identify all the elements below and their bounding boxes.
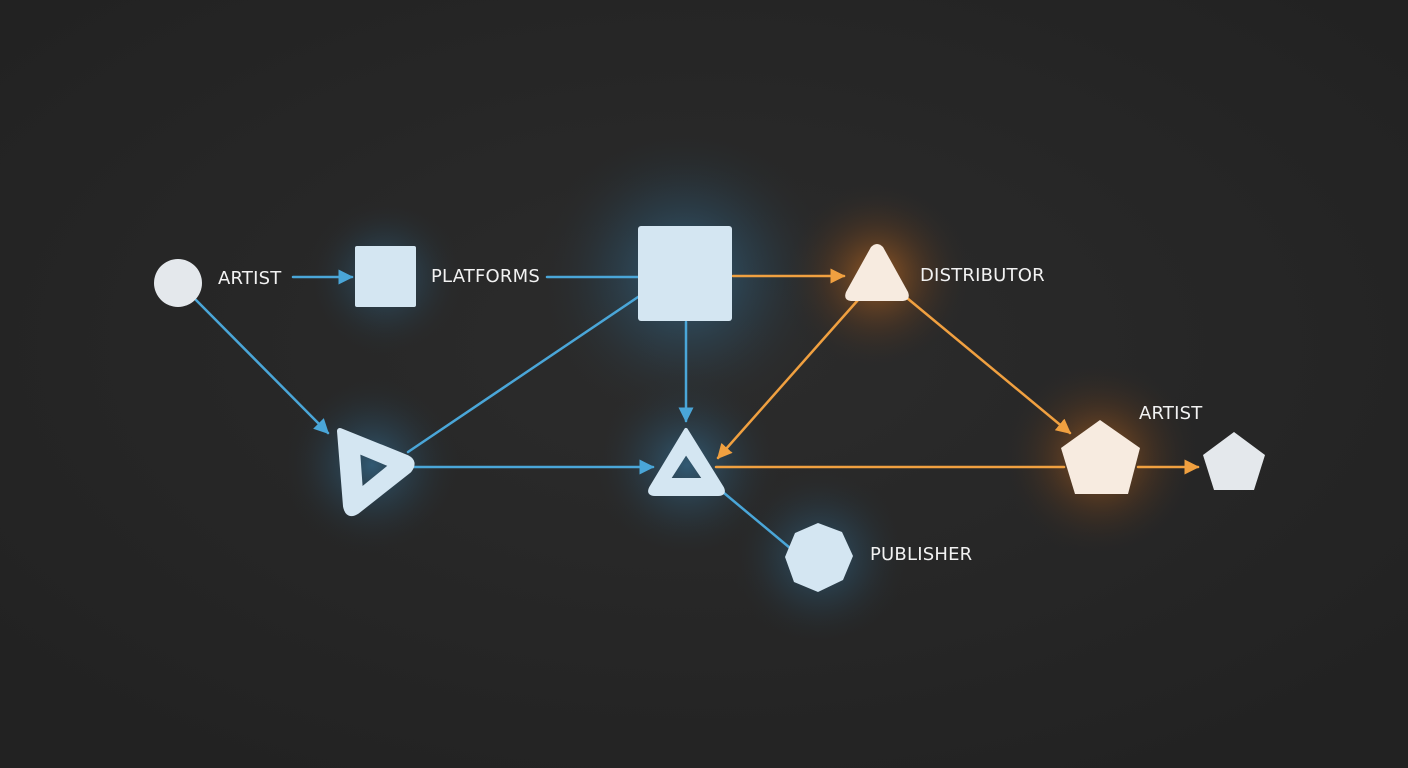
distributor-label: DISTRIBUTOR bbox=[920, 265, 1045, 286]
edge-distributor-to-artist-pentagon bbox=[905, 296, 1072, 435]
nodes bbox=[154, 226, 1265, 592]
large-square-node[interactable] bbox=[638, 226, 732, 321]
publisher-label: PUBLISHER bbox=[870, 544, 973, 565]
artist-pentagon-grey-node[interactable] bbox=[1203, 432, 1265, 490]
artist-circle-node[interactable] bbox=[154, 259, 202, 307]
glow-layer bbox=[282, 124, 1200, 647]
publisher-octagon-node[interactable] bbox=[785, 523, 853, 592]
artist-label-left: ARTIST bbox=[218, 268, 282, 289]
platforms-label: PLATFORMS bbox=[431, 266, 540, 287]
edge-left-triangle-to-large-square bbox=[406, 295, 640, 454]
distributor-triangle-node[interactable] bbox=[845, 244, 909, 301]
edge-distributor-to-center-triangle bbox=[716, 298, 860, 460]
center-outline-triangle-node[interactable] bbox=[648, 428, 725, 496]
edge-artist-to-left-triangle bbox=[194, 298, 330, 435]
artist-label-right: ARTIST bbox=[1139, 403, 1203, 424]
edge-center-triangle-to-publisher bbox=[722, 491, 792, 550]
artist-pentagon-warm-node[interactable] bbox=[1061, 420, 1140, 494]
edges bbox=[194, 268, 1200, 550]
platforms-square-node[interactable] bbox=[355, 246, 416, 307]
left-outline-triangle-node[interactable] bbox=[337, 428, 415, 517]
